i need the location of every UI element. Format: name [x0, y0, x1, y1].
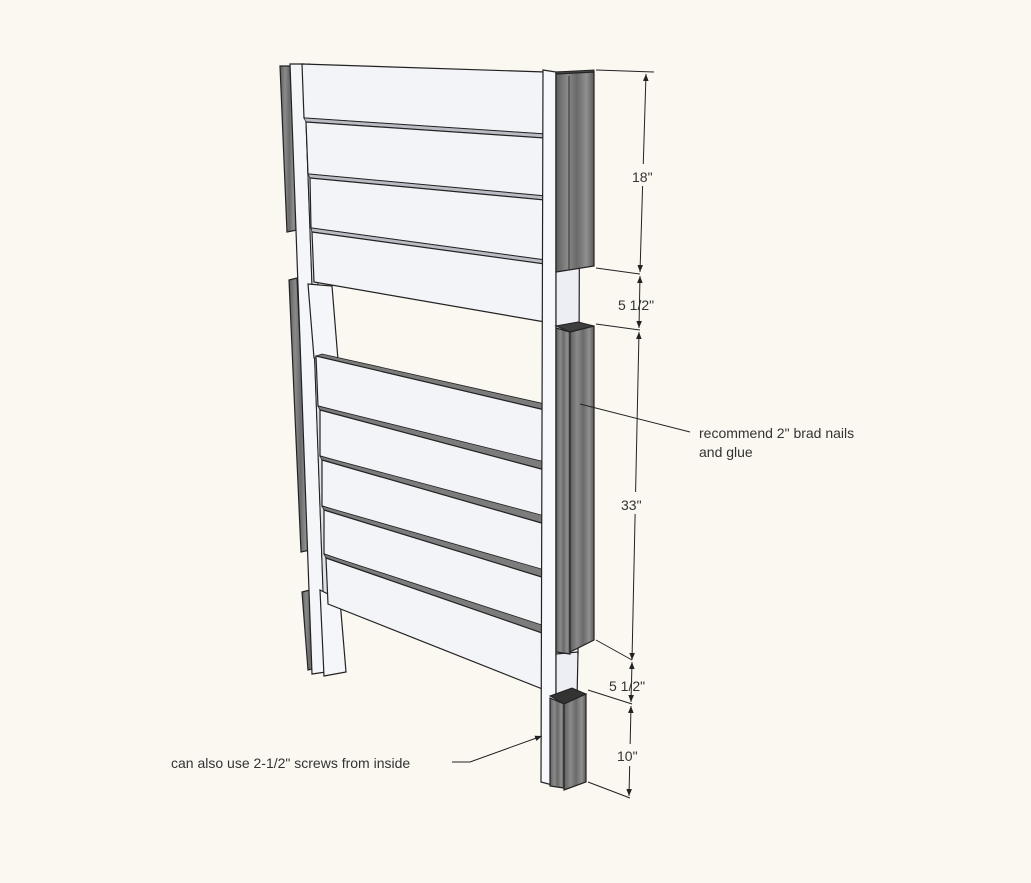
- nails-note-line1: recommend 2" brad nails: [699, 425, 854, 441]
- right-upper-dark-block: [555, 71, 595, 273]
- right-leg-assembly: [540, 69, 595, 791]
- dim-label-5-5-lower: 5 1/2": [609, 678, 645, 694]
- right-middle-dark-block: [555, 327, 571, 655]
- right-post-front: [540, 69, 557, 787]
- dim-label-bg-33: [614, 492, 654, 514]
- nails-note-line2: and glue: [699, 444, 753, 460]
- dim-label-18: 18": [632, 169, 653, 185]
- ext-line-2: [595, 267, 641, 275]
- right-middle-dark-block-side: [569, 325, 595, 653]
- dim-line-5-5-upper: [636, 275, 643, 329]
- dim-label-10: 10": [617, 748, 638, 764]
- dim-line-5-5-lower: [628, 661, 635, 703]
- upper-slats: [301, 63, 546, 323]
- ext-line-4: [595, 639, 633, 661]
- ext-line-top: [595, 69, 655, 73]
- screws-note: can also use 2-1/2" screws from inside: [171, 755, 410, 771]
- dim-label-bg-18: [628, 164, 660, 186]
- dim-label-33: 33": [621, 497, 642, 513]
- ext-line-6: [587, 781, 631, 799]
- right-bottom-dark-block: [549, 697, 565, 789]
- screws-leader-line: [452, 735, 543, 763]
- dim-label-5-5-upper: 5 1/2": [618, 297, 654, 313]
- right-bottom-dark-block-side: [563, 693, 587, 791]
- dim-label-bg-10: [612, 744, 648, 766]
- ext-line-5: [587, 689, 633, 705]
- lower-slats: [314, 353, 546, 691]
- ext-line-3: [595, 323, 641, 331]
- nails-leader-line: [579, 403, 691, 433]
